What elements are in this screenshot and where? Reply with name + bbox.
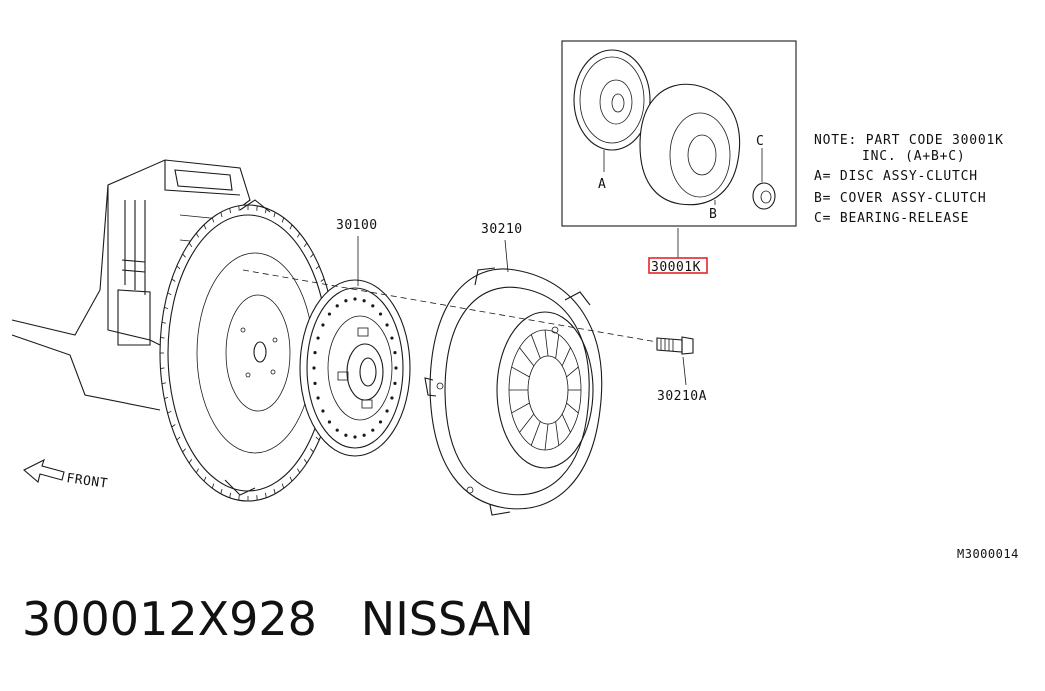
leader-30210a	[683, 357, 686, 385]
label-30100: 30100	[336, 218, 378, 233]
label-inset-b: B	[709, 207, 717, 222]
part-number: 300012X928	[22, 596, 317, 642]
label-front: FRONT	[65, 471, 108, 492]
leader-30210	[505, 240, 508, 272]
label-30210: 30210	[481, 222, 523, 237]
label-inset-c: C	[756, 134, 764, 149]
clutch-disc-drawing	[300, 280, 410, 456]
note-line-5: C= BEARING-RELEASE	[814, 211, 969, 226]
reference-code: M3000014	[957, 547, 1019, 561]
label-30210a: 30210A	[657, 389, 707, 404]
part-caption: 300012X928 NISSAN	[22, 596, 534, 642]
front-arrow-icon	[24, 460, 64, 482]
note-line-1: NOTE: PART CODE 30001K	[814, 133, 1004, 148]
note-line-4: B= COVER ASSY-CLUTCH	[814, 191, 987, 206]
brand-name: NISSAN	[361, 596, 534, 642]
note-line-3: A= DISC ASSY-CLUTCH	[814, 169, 978, 184]
note-line-2: INC. (A+B+C)	[862, 149, 966, 164]
inset-disc-drawing	[574, 50, 650, 172]
inset-bearing-drawing	[753, 148, 775, 209]
clutch-cover-drawing	[425, 268, 602, 515]
label-inset-a: A	[598, 177, 606, 192]
inset-cover-drawing	[640, 84, 740, 205]
bolt-drawing	[657, 337, 693, 354]
label-30001k: 30001K	[651, 260, 701, 275]
